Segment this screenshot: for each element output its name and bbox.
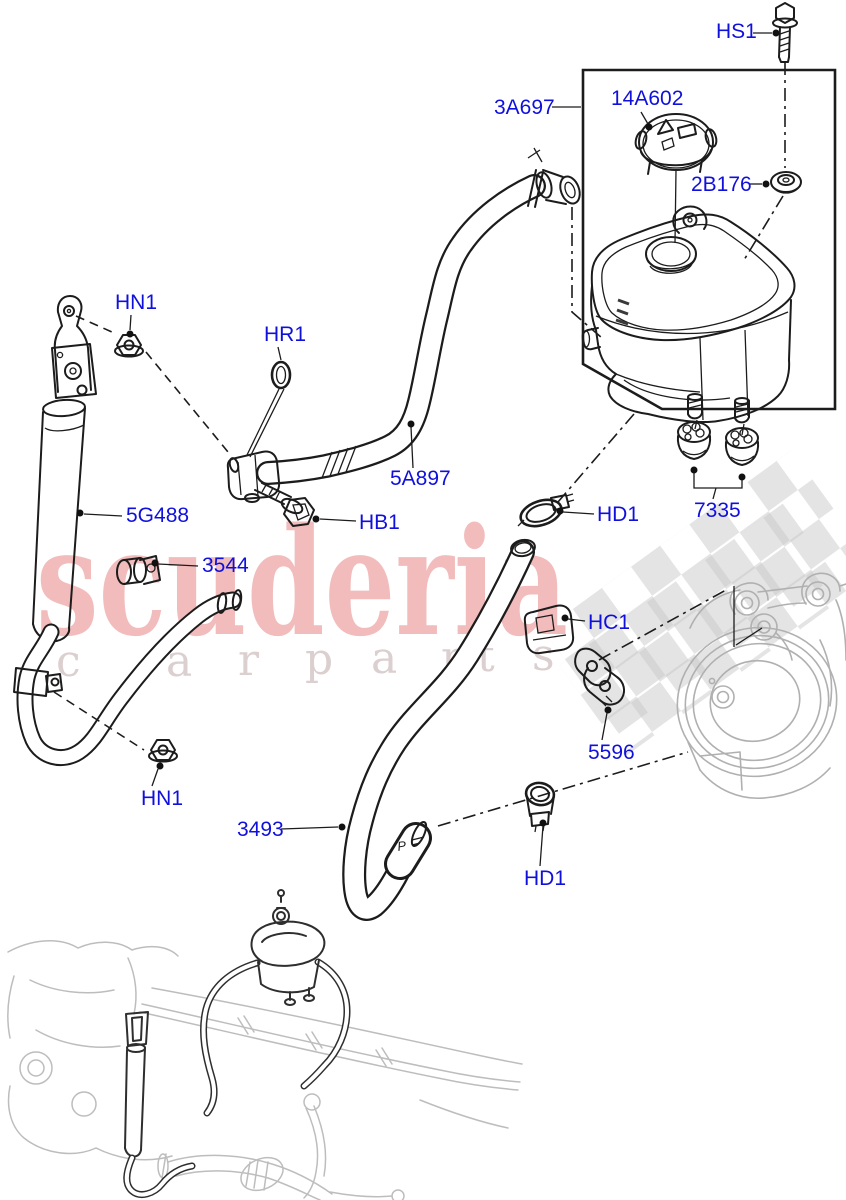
clip-3544 [116,555,161,585]
overview-dark-parts [123,889,351,1198]
svg-text:s: s [532,630,555,681]
link-5596 [574,647,626,707]
reservoir-cap-14a602 [634,113,718,244]
part-label-7335[interactable]: 7335 [694,499,741,522]
part-label-3493[interactable]: 3493 [237,818,284,841]
part-label-hs1[interactable]: HS1 [716,20,757,43]
part-label-2b176[interactable]: 2B176 [691,173,752,196]
vehicle-overview-illustration [7,940,523,1200]
svg-text:a: a [371,633,397,684]
part-label-hb1[interactable]: HB1 [359,511,400,534]
bolt-hs1 [772,2,798,63]
reservoir-3a697 [581,205,796,436]
nut-hn1-top [114,334,144,358]
accumulator-5g488 [13,295,243,767]
part-label-hc1[interactable]: HC1 [588,611,631,634]
nut-hn1-bottom [148,739,178,763]
part-label-5g488[interactable]: 5G488 [126,504,190,527]
part-label-3a697[interactable]: 3A697 [494,96,555,119]
oring-hr1 [246,360,292,458]
part-label-hn1-top[interactable]: HN1 [115,291,158,314]
hose-molded-mark: P [396,838,407,854]
pump-illustration [676,572,846,800]
clamp-hd1-top [517,493,575,528]
part-label-5a897[interactable]: 5A897 [390,467,451,490]
part-label-5596[interactable]: 5596 [588,741,635,764]
hose-3493: P [342,538,536,921]
part-label-hd1-top[interactable]: HD1 [597,503,640,526]
bolt-hb1 [254,482,315,527]
part-label-14a602[interactable]: 14A602 [611,87,684,110]
part-label-hr1[interactable]: HR1 [264,323,307,346]
part-label-hd1-bottom[interactable]: HD1 [524,867,567,890]
hose-5a897 [226,147,581,503]
part-label-3544[interactable]: 3544 [202,554,249,577]
part-label-hn1-bottom[interactable]: HN1 [141,787,184,810]
bracket-hc1 [523,604,575,655]
mount-grommets-7335 [676,421,760,466]
svg-text:p: p [305,634,333,685]
svg-text:r: r [238,635,260,686]
leader-lines [53,29,786,867]
grommet-2b176 [770,171,802,194]
